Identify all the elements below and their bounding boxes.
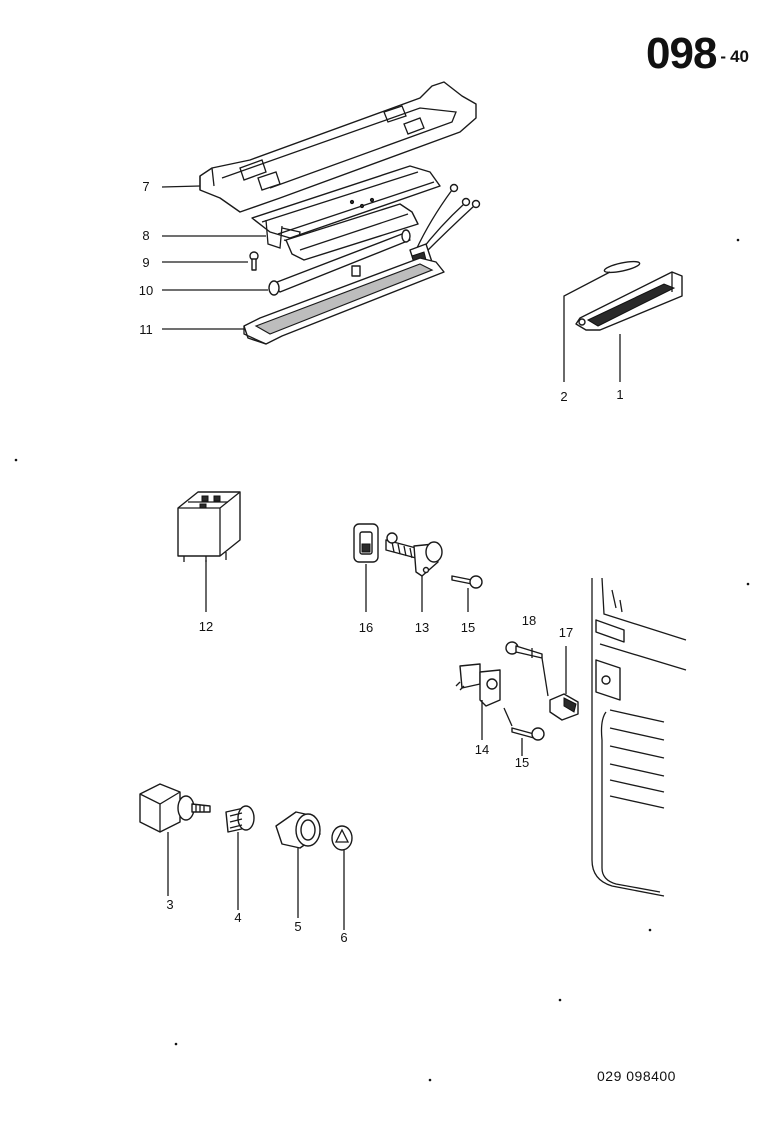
part-15-screw-upper: [451, 575, 483, 589]
vehicle-door-frame: [591, 577, 687, 897]
part-8-bracket-frame: [251, 165, 441, 261]
callout-6: 6: [340, 930, 348, 945]
callout-12: 12: [198, 619, 214, 634]
part-4-bulb-holder: [225, 805, 255, 833]
part-9-screw: [249, 251, 259, 271]
part-2-bulb: [603, 260, 641, 274]
page-number: 098-40: [646, 30, 749, 81]
page-number-dash: -: [720, 47, 727, 66]
callout-5: 5: [294, 919, 302, 934]
callout-15-lower: 15: [514, 755, 530, 770]
part-11-lens: [243, 257, 445, 345]
callout-13: 13: [414, 620, 430, 635]
callout-18: 18: [521, 613, 537, 628]
part-12-relay: [177, 491, 241, 562]
part-18-screw: [505, 641, 543, 659]
part-15-screw-lower: [511, 727, 545, 741]
reference-code: 029 098400: [597, 1068, 676, 1084]
page-number-sub: 40: [730, 47, 750, 66]
part-6-cap: [331, 825, 353, 851]
callout-8: 8: [142, 228, 150, 243]
callout-14: 14: [474, 742, 490, 757]
part-16-switch-cover: [353, 523, 379, 563]
leader-lines: [161, 185, 621, 930]
part-10-festoon-bulb: [268, 229, 411, 296]
scan-specks: [14, 238, 750, 1082]
callout-3: 3: [166, 897, 174, 912]
part-13-door-contact-switch: [385, 532, 443, 577]
callout-2: 2: [560, 389, 568, 404]
callout-7: 7: [142, 179, 150, 194]
part-1-small-lamp: [575, 271, 683, 331]
callout-15-upper: 15: [460, 620, 476, 635]
callout-9: 9: [142, 255, 150, 270]
part-17-switch: [541, 657, 579, 721]
callout-4: 4: [234, 910, 242, 925]
callout-16: 16: [358, 620, 374, 635]
part-14-contact-switch: [455, 663, 513, 727]
page-number-main: 098: [646, 29, 717, 78]
part-5-knob: [275, 811, 321, 849]
callout-17: 17: [558, 625, 574, 640]
callout-1: 1: [616, 387, 624, 402]
callout-10: 10: [138, 283, 154, 298]
part-3-rotary-switch: [139, 783, 211, 833]
callout-11: 11: [139, 322, 153, 337]
part-wiring-harness: [409, 183, 481, 269]
part-7-housing-cover: [199, 81, 477, 213]
